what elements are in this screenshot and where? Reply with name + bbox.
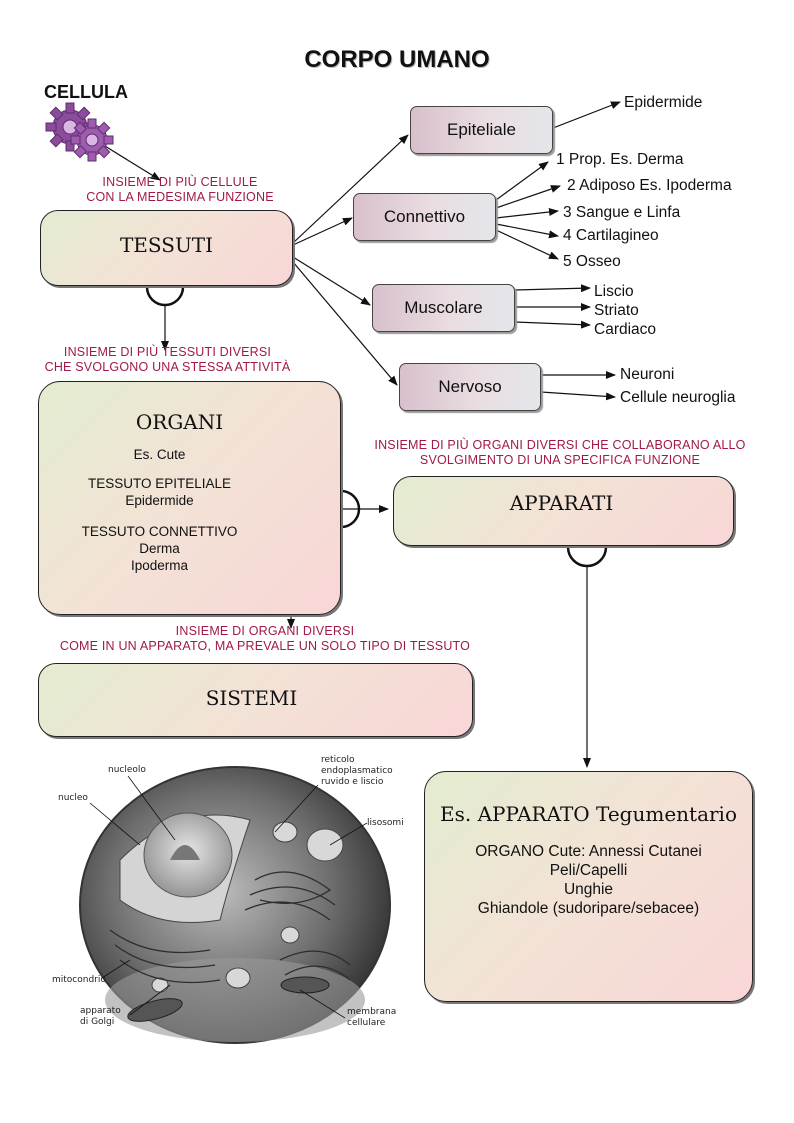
leaf-connettivo-1: 1 Prop. Es. Derma [556,151,684,168]
arrow-connettivo-1 [495,161,549,201]
esempio-peli: Peli/Capelli [549,862,628,879]
leaf-muscolare-cardiaco: Cardiaco [594,321,657,338]
leaf-muscolare-liscio: Liscio [594,283,634,300]
leaf-connettivo-3: 3 Sangue e Linfa [563,204,681,221]
arrow-connettivo-5 [495,229,559,260]
organi-ipoderma: Ipoderma [130,558,189,573]
sistemi-box[interactable]: SISTEMI [38,663,473,737]
arrow-nervoso-neuroglia [540,391,616,401]
arrow-tessuti-nervoso [292,261,398,386]
arrow-muscolare-liscio [514,284,591,293]
note-organi-apparati: INSIEME DI PIÙ ORGANI DIVERSI CHE COLLAB… [374,438,746,467]
organi-derma: Derma [139,541,180,556]
organi-epidermide: Epidermide [125,493,194,508]
tissue-epiteliale-box[interactable]: Epiteliale [410,106,553,154]
arrow-connettivo-4 [495,223,559,239]
organi-tessuto-connettivo: TESSUTO CONNETTIVO [81,524,238,539]
organi-tessuto-epiteliale: TESSUTO EPITELIALE [87,476,232,491]
organi-box[interactable]: ORGANI Es. Cute TESSUTO EPITELIALE Epide… [38,381,341,615]
leaf-connettivo-2: 2 Adiposo Es. Ipoderma [567,177,732,194]
label-mitocondrio: mitocondrio [52,975,106,985]
leaf-nervoso-neuroni: Neuroni [620,366,675,383]
arrow-tessuti-muscolare [292,256,371,306]
tissue-nervoso-box[interactable]: Nervoso [399,363,541,411]
esempio-title: Es. APPARATO Tegumentario [440,802,737,826]
apparati-box[interactable]: APPARATI [393,476,734,546]
leaf-nervoso-neuroglia: Cellule neuroglia [620,389,736,406]
apparati-title: APPARATI [509,491,614,515]
cellula-label: CELLULA [44,82,128,102]
page-title: CORPO UMANO [304,46,490,73]
esempio-apparato-box[interactable]: Es. APPARATO Tegumentario ORGANO Cute: A… [424,771,753,1002]
arrow-connettivo-2 [495,185,561,209]
organi-title: ORGANI [135,410,224,434]
tessuti-box[interactable]: TESSUTI [40,210,293,286]
label-lisosomi: lisosomi [367,818,404,828]
esempio-unghie: Unghie [563,881,614,898]
arrow-tessuti-connettivo [292,217,353,246]
esempio-organo: ORGANO Cute: Annessi Cutanei [475,843,702,860]
arrow-muscolare-cardiaco [514,320,591,329]
arrow-cellula-tessuti [99,142,161,181]
label-nucleo: nucleo [58,793,88,803]
label-nucleolo: nucleolo [108,765,146,775]
leaf-epidermide: Epidermide [624,94,703,111]
arrow-tessuti-epiteliale [292,134,409,244]
tissue-connettivo-box[interactable]: Connettivo [353,193,496,241]
tissue-muscolare-box[interactable]: Muscolare [372,284,515,332]
leaf-connettivo-4: 4 Cartilagineo [563,227,659,244]
leaf-muscolare-striato: Striato [594,302,639,319]
organi-example: Es. Cute [133,447,186,462]
leaf-connettivo-5: 5 Osseo [563,253,621,270]
arrow-connettivo-3 [495,208,559,219]
arrow-epiteliale-epidermide [552,101,621,129]
sistemi-title: SISTEMI [205,686,298,710]
esempio-ghiandole: Ghiandole (sudoripare/sebacee) [477,900,700,917]
tessuti-title: TESSUTI [119,233,214,257]
